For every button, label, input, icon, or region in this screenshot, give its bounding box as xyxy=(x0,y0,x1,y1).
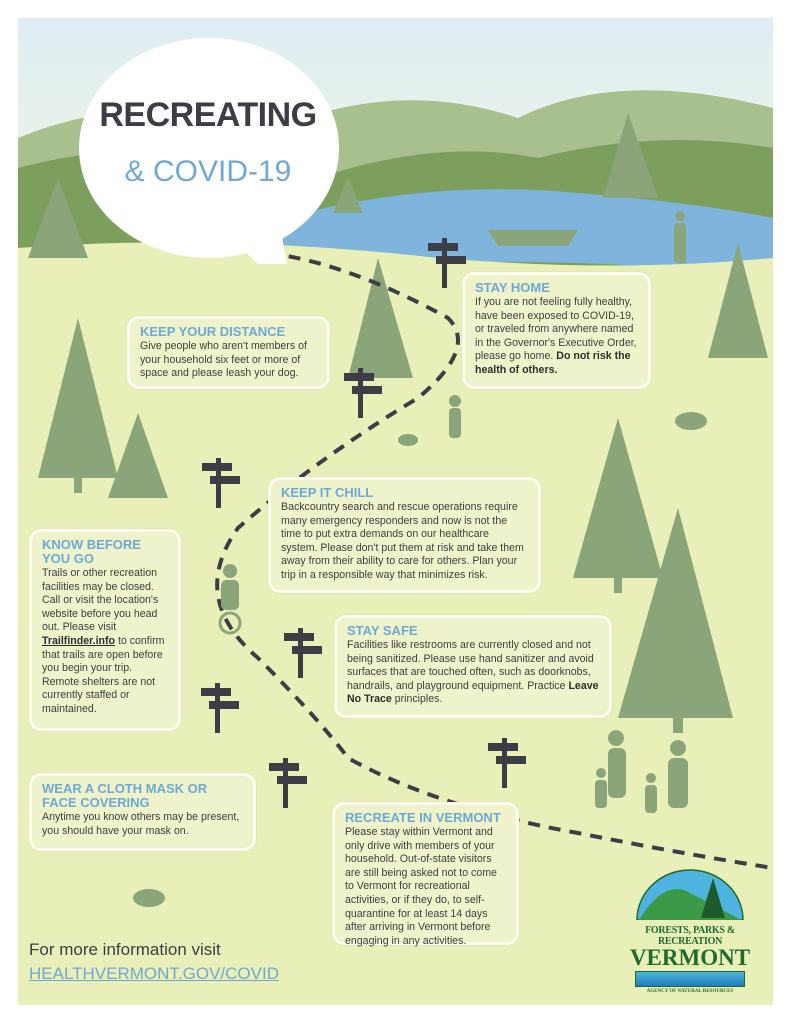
tip-heading: KEEP IT CHILL xyxy=(281,485,374,500)
logo-line-3: AGENCY OF NATURAL RESOURCES xyxy=(646,989,734,994)
title-speech-bubble xyxy=(79,38,339,264)
tip-text: Give people who aren't members of your h… xyxy=(140,340,307,380)
logo-mountain-icon xyxy=(636,869,744,921)
healthvermont-link[interactable]: HEALTHVERMONT.GOV/COVID xyxy=(29,964,279,983)
logo-water-icon xyxy=(635,971,745,987)
vermont-fpr-logo: FORESTS, PARKS & RECREATION VERMONT AGEN… xyxy=(615,868,765,994)
tip-text: principles. xyxy=(394,693,443,706)
more-info-text: For more information visit xyxy=(29,940,221,959)
tip-heading: STAY SAFE xyxy=(347,623,418,638)
signposts xyxy=(201,238,526,808)
tip-heading: KNOW BEFORE YOU GO xyxy=(42,537,141,566)
tip-text: Please stay within Vermont and only driv… xyxy=(345,826,497,947)
tip-text: Anytime you know others may be present, … xyxy=(42,811,240,837)
tip-bold-text: Leave No Trace xyxy=(347,679,599,706)
tip-text: to confirm that trails are open before y… xyxy=(42,634,165,715)
tip-keep-it-chill: KEEP IT CHILL Backcountry search and res… xyxy=(268,477,541,593)
dashed-trail xyxy=(215,251,773,870)
trees xyxy=(28,113,768,733)
tip-stay-home: STAY HOME If you are not feeling fully h… xyxy=(462,272,651,389)
tip-heading: RECREATE IN VERMONT xyxy=(345,810,501,825)
tip-text: If you are not feeling fully healthy, ha… xyxy=(475,296,637,363)
title-line-1: RECREATING xyxy=(99,96,317,134)
tip-text: Backcountry search and rescue operations… xyxy=(281,501,524,581)
tip-bold-text: Do not risk the health of others. xyxy=(475,350,631,376)
tip-heading: KEEP YOUR DISTANCE xyxy=(140,324,286,339)
tip-stay-safe: STAY SAFE Facilities like restrooms are … xyxy=(334,615,612,718)
tip-text: Facilities like restrooms are currently … xyxy=(347,639,594,692)
logo-line-1: FORESTS, PARKS & RECREATION xyxy=(645,925,735,947)
tip-heading: STAY HOME xyxy=(475,280,550,295)
tip-heading: WEAR A CLOTH MASK OR FACE COVERING xyxy=(42,781,208,810)
tip-wear-mask: WEAR A CLOTH MASK OR FACE COVERING Anyti… xyxy=(29,773,256,851)
tip-know-before-you-go: KNOW BEFORE YOU GO Trails or other recre… xyxy=(29,529,181,731)
trailfinder-link[interactable]: Trailfinder.info xyxy=(42,634,115,647)
tip-recreate-in-vermont: RECREATE IN VERMONT Please stay within V… xyxy=(332,802,519,947)
people xyxy=(133,211,707,907)
tip-keep-distance: KEEP YOUR DISTANCE Give people who aren'… xyxy=(127,316,330,389)
logo-line-2: VERMONT xyxy=(629,945,751,970)
title-line-2: & COVID-19 xyxy=(124,155,292,188)
tip-text: Trails or other recreation facilities ma… xyxy=(42,567,159,634)
